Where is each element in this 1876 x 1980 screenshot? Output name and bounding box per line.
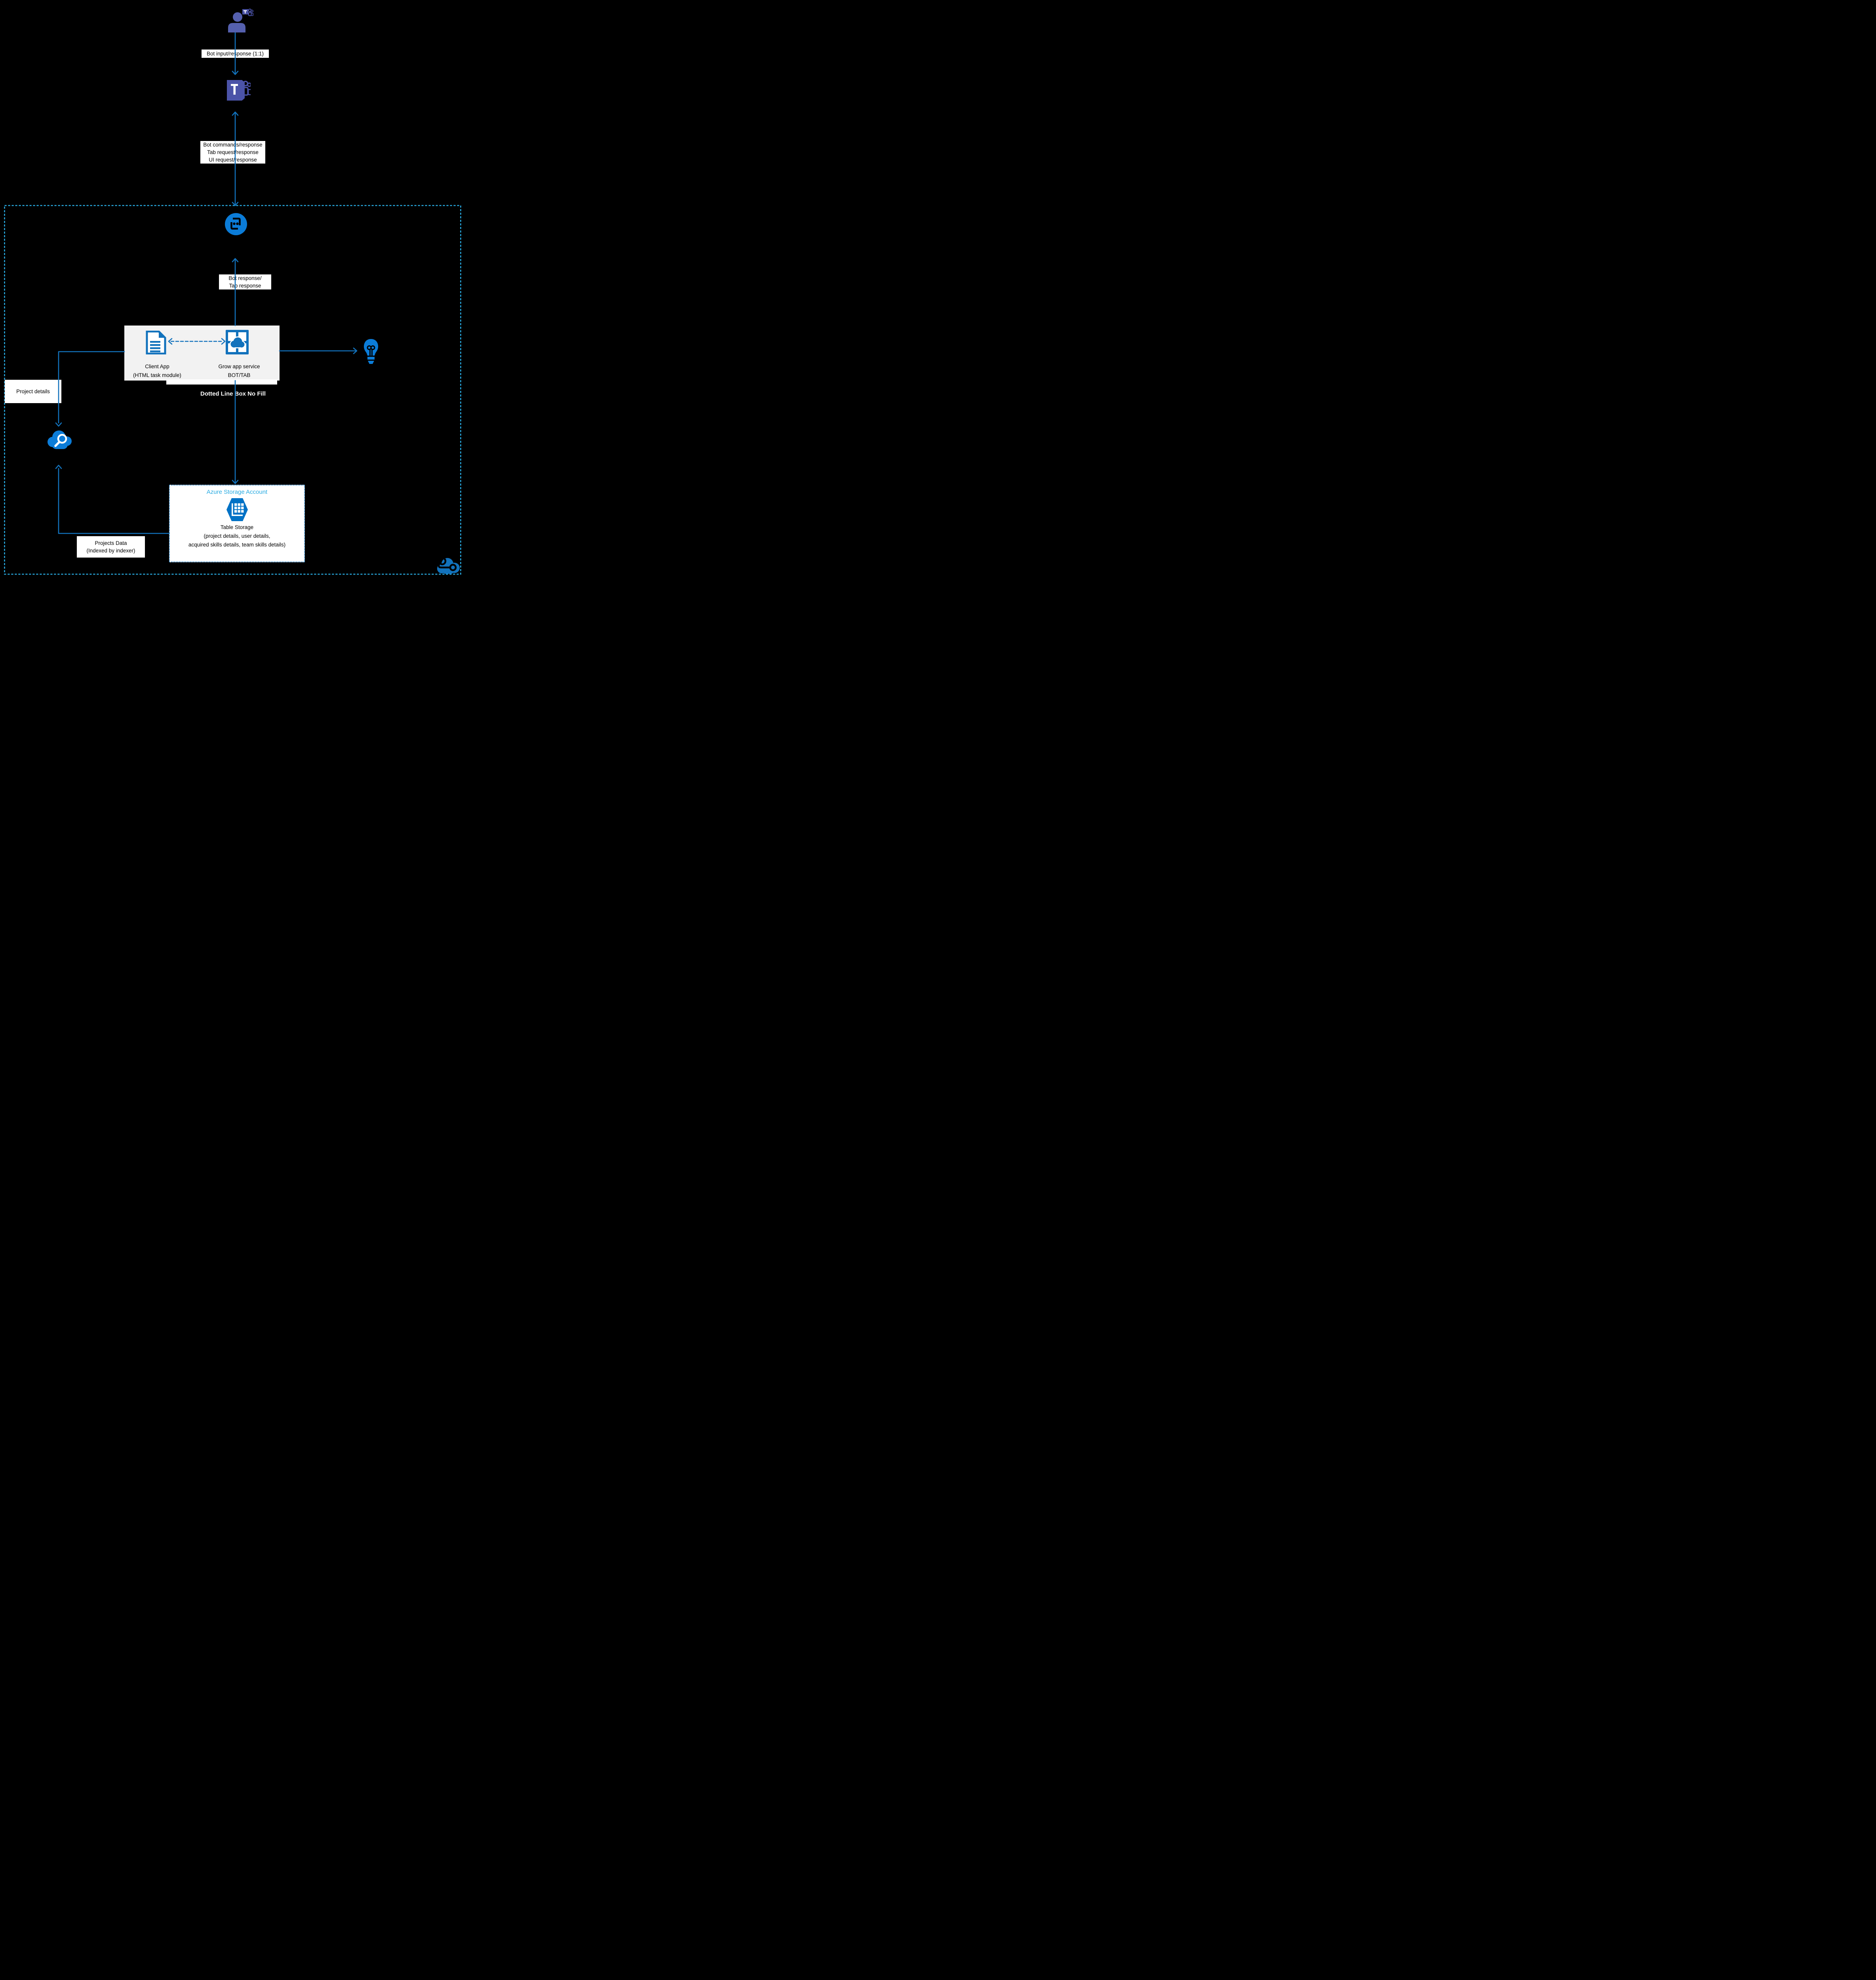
- arrowhead-down-icon: [232, 202, 239, 206]
- projects-data-line2: (Indexed by indexer): [86, 548, 135, 554]
- arrowhead-up-icon: [232, 258, 239, 263]
- project-details-label: Project details: [5, 380, 61, 403]
- storage-caption-line2: (project details, user details,: [204, 533, 270, 539]
- document-icon: [146, 331, 166, 354]
- bot-input-label: Bot input/response (1:1): [202, 50, 269, 58]
- storage-title: Azure Storage Account: [206, 489, 268, 495]
- arrowhead-up-icon: [55, 465, 62, 469]
- lightbulb-icon: [364, 339, 378, 364]
- table-storage-hexagon-icon: [226, 498, 248, 521]
- project-details-text: Project details: [16, 388, 50, 394]
- client-app-caption: Client App (HTML task module): [126, 362, 189, 380]
- arrowhead-up-icon: [232, 111, 239, 116]
- grow-app-line2: BOT/TAB: [228, 372, 251, 378]
- architecture-diagram: Bot input/response (1:1) Bot commands/re…: [0, 0, 469, 601]
- user-with-teams-icon: [228, 8, 253, 32]
- bot-input-text: Bot input/response (1:1): [206, 51, 264, 57]
- bot-response-line2: Tab response: [229, 283, 261, 289]
- bot-response-label: Bot response/ Tab response: [219, 274, 271, 289]
- projects-data-line1: Projects Data: [95, 540, 127, 546]
- arrowhead-down-icon: [232, 480, 239, 484]
- app-service-icon: [226, 330, 249, 354]
- dotted-line-note: Dotted Line Box No Fill: [200, 390, 266, 397]
- storage-caption-line3: acquired skills details, team skills det…: [188, 542, 286, 548]
- bot-commands-line2: Tab request/response: [207, 149, 259, 155]
- grow-app-line1: Grow app service: [218, 364, 260, 369]
- storage-caption: Table Storage (project details, user det…: [170, 523, 304, 549]
- bot-response-line1: Bot response/: [228, 275, 262, 281]
- arrowhead-right-icon: [353, 347, 358, 354]
- projects-data-label: Projects Data (Indexed by indexer): [77, 536, 145, 558]
- bot-commands-label: Bot commands/response Tab request/respon…: [200, 141, 265, 164]
- microsoft-teams-icon: [227, 80, 251, 101]
- client-app-line2: (HTML task module): [133, 372, 181, 378]
- arrowhead-down-icon: [55, 422, 62, 427]
- cloud-search-icon: [48, 430, 72, 449]
- bot-commands-line1: Bot commands/response: [203, 142, 263, 148]
- bot-commands-line3: UI request/response: [209, 157, 257, 163]
- grow-app-caption: Grow app service BOT/TAB: [205, 362, 273, 380]
- client-app-line1: Client App: [145, 364, 169, 369]
- azure-cloud-icon: [437, 557, 460, 574]
- bot-framework-icon: [225, 213, 247, 235]
- label-strip: [166, 379, 277, 385]
- storage-caption-line1: Table Storage: [220, 524, 254, 530]
- arrowhead-down-icon: [232, 70, 239, 75]
- azure-storage-box: Azure Storage Account Table Storage (pro…: [169, 485, 305, 562]
